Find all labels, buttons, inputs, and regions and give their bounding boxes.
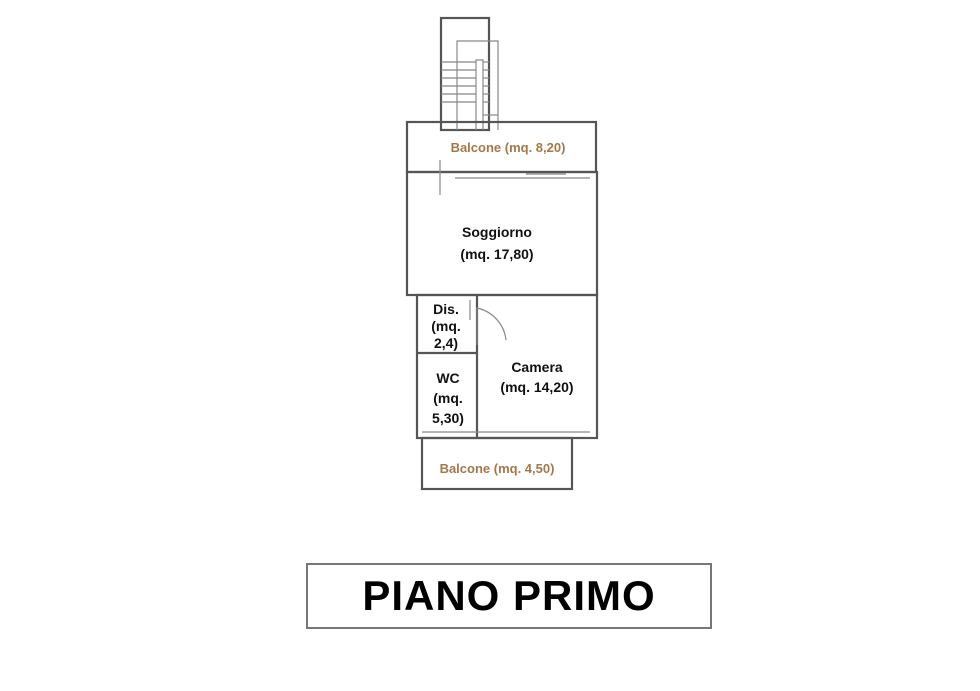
- floor-title-box: PIANO PRIMO: [306, 563, 712, 629]
- soggiorno-name: Soggiorno: [462, 224, 532, 240]
- dis-name: Dis.: [433, 301, 459, 317]
- floor-title: PIANO PRIMO: [362, 572, 656, 619]
- balcony-bottom-label: Balcone (mq. 4,50): [440, 461, 555, 476]
- dis-area-2: 2,4): [434, 335, 458, 351]
- dis-area-1: (mq.: [431, 318, 461, 334]
- staircase: [439, 16, 499, 132]
- camera-area: (mq. 14,20): [500, 379, 573, 395]
- balcony-bottom: [420, 436, 574, 491]
- balcony-top-label: Balcone (mq. 8,20): [451, 140, 566, 155]
- wc-area-2: 5,30): [432, 410, 464, 426]
- camera-name: Camera: [511, 359, 563, 375]
- soggiorno-area: (mq. 17,80): [460, 246, 533, 262]
- wc-name: WC: [436, 370, 459, 386]
- wc-area-1: (mq.: [433, 390, 463, 406]
- door-swing: [476, 307, 507, 345]
